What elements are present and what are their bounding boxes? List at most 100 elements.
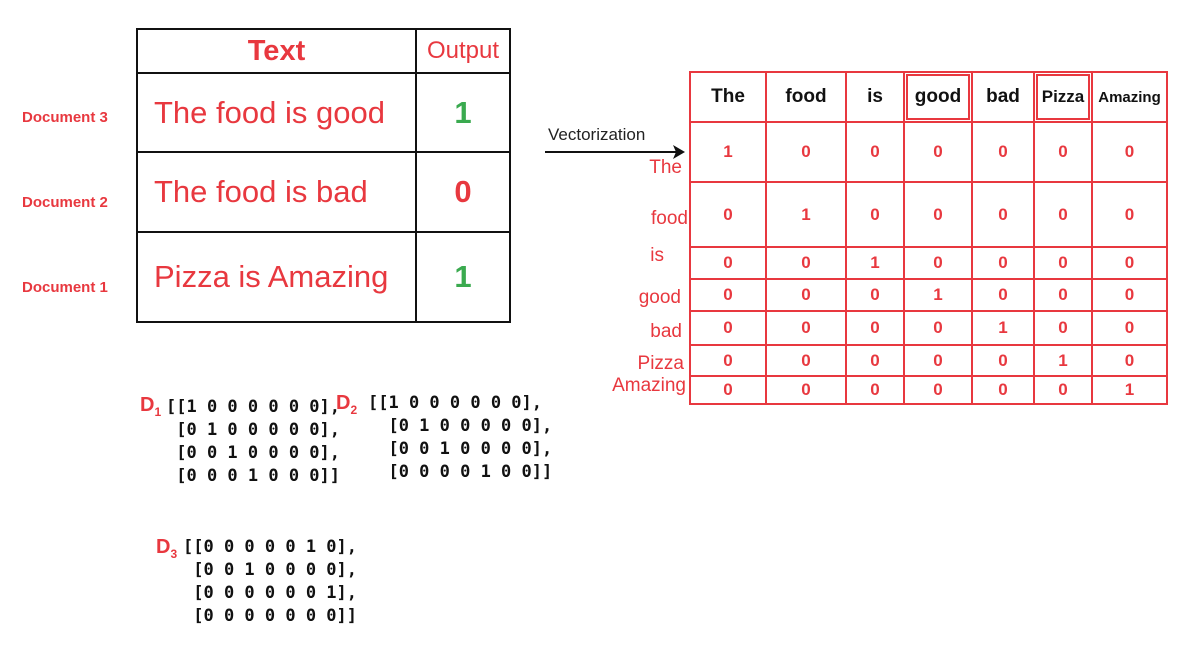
documents-table: Text Output The food is good 1 The food … bbox=[136, 28, 511, 323]
matrix-cell: 0 bbox=[1091, 344, 1168, 377]
matrix-cell: 0 bbox=[845, 344, 905, 377]
matrix-cell: 0 bbox=[845, 310, 905, 346]
matrix-cell: 0 bbox=[971, 121, 1035, 183]
arrow-right-icon bbox=[545, 145, 685, 159]
vector-line: [0 0 1 0 0 0 0], bbox=[166, 443, 340, 463]
doc-output: 0 bbox=[415, 151, 511, 233]
vector-line: [[1 0 0 0 0 0 0], bbox=[368, 393, 542, 413]
vector-line: [[1 0 0 0 0 0 0], bbox=[166, 397, 340, 417]
vector-line: [[0 0 0 0 0 1 0], bbox=[183, 537, 357, 557]
vector-line: [0 1 0 0 0 0 0], bbox=[166, 420, 340, 440]
vector-block-d1: [[1 0 0 0 0 0 0], [0 1 0 0 0 0 0], [0 0 … bbox=[166, 396, 340, 488]
matrix-col-header: good bbox=[903, 71, 973, 123]
table-row: Pizza is Amazing 1 bbox=[136, 231, 511, 323]
matrix-row-label: is bbox=[650, 245, 664, 266]
matrix-cell: 0 bbox=[1033, 181, 1093, 248]
matrix-col-header: bad bbox=[971, 71, 1035, 123]
matrix-cell: 0 bbox=[765, 310, 847, 346]
matrix-cell: 0 bbox=[1091, 121, 1168, 183]
doc-text: The food is good bbox=[136, 72, 417, 153]
vector-block-d3: [[0 0 0 0 0 1 0], [0 0 1 0 0 0 0], [0 0 … bbox=[183, 536, 357, 628]
matrix-cell: 0 bbox=[903, 344, 973, 377]
vector-line: [0 1 0 0 0 0 0], bbox=[368, 416, 553, 436]
matrix-col-header: Amazing bbox=[1091, 71, 1168, 123]
matrix-cell: 0 bbox=[845, 375, 905, 405]
matrix-cell: 0 bbox=[1033, 246, 1093, 280]
vector-name-d3: D3 bbox=[156, 536, 178, 561]
matrix-cell: 0 bbox=[1033, 310, 1093, 346]
matrix-header-row: The food is good bad Pizza Amazing bbox=[689, 71, 1168, 123]
matrix-cell: 1 bbox=[765, 181, 847, 248]
matrix-cell: 0 bbox=[1091, 246, 1168, 280]
vector-line: [0 0 0 0 0 0 1], bbox=[183, 583, 357, 603]
matrix-cell: 0 bbox=[845, 181, 905, 248]
matrix-row-label: Amazing bbox=[612, 375, 686, 396]
vector-block-d2: [[1 0 0 0 0 0 0], [0 1 0 0 0 0 0], [0 0 … bbox=[368, 392, 552, 484]
matrix-cell: 0 bbox=[971, 246, 1035, 280]
vector-line: [0 0 0 0 1 0 0]] bbox=[368, 462, 553, 482]
document-label: Document 1 bbox=[22, 279, 108, 296]
matrix-cell: 1 bbox=[971, 310, 1035, 346]
vectorization-label: Vectorization bbox=[548, 125, 646, 144]
matrix-cell: 1 bbox=[845, 246, 905, 280]
matrix-cell: 0 bbox=[689, 375, 767, 405]
matrix-cell: 0 bbox=[903, 246, 973, 280]
doc-text: Pizza is Amazing bbox=[136, 231, 417, 323]
header-text: Text bbox=[136, 28, 417, 74]
matrix-cell: 0 bbox=[765, 278, 847, 312]
matrix-cell: 0 bbox=[971, 375, 1035, 405]
header-output: Output bbox=[415, 28, 511, 74]
matrix-cell: 0 bbox=[689, 246, 767, 280]
matrix-cell: 0 bbox=[765, 246, 847, 280]
matrix-cell: 0 bbox=[903, 310, 973, 346]
matrix-cell: 1 bbox=[1033, 344, 1093, 377]
matrix-cell: 0 bbox=[765, 121, 847, 183]
matrix-cell: 0 bbox=[971, 278, 1035, 312]
matrix-cell: 0 bbox=[1091, 310, 1168, 346]
matrix-row-label: good bbox=[638, 287, 681, 308]
matrix-cell: 0 bbox=[1033, 375, 1093, 405]
matrix-col-header: The bbox=[689, 71, 767, 123]
matrix-row-label: food bbox=[651, 208, 688, 229]
vector-name-d2: D2 bbox=[336, 392, 358, 417]
matrix-cell: 0 bbox=[689, 310, 767, 346]
matrix-cell: 0 bbox=[765, 375, 847, 405]
matrix-cell: 0 bbox=[971, 181, 1035, 248]
matrix-cell: 0 bbox=[903, 181, 973, 248]
matrix-cell: 1 bbox=[689, 121, 767, 183]
matrix-col-header: food bbox=[765, 71, 847, 123]
matrix-cell: 0 bbox=[1091, 181, 1168, 248]
matrix-col-header: is bbox=[845, 71, 905, 123]
matrix-row-label: The bbox=[649, 157, 682, 178]
vector-name-d1: D1 bbox=[140, 394, 162, 419]
matrix-cell: 0 bbox=[765, 344, 847, 377]
matrix-cell: 0 bbox=[971, 344, 1035, 377]
matrix-cell: 1 bbox=[903, 278, 973, 312]
matrix-cell: 0 bbox=[1091, 278, 1168, 312]
table-row: The food is good 1 bbox=[136, 72, 511, 153]
matrix-cell: 0 bbox=[689, 278, 767, 312]
matrix-cell: 1 bbox=[1091, 375, 1168, 405]
matrix-row-label: Pizza bbox=[637, 353, 684, 374]
doc-output: 1 bbox=[415, 72, 511, 153]
matrix-col-header: Pizza bbox=[1033, 71, 1093, 123]
matrix-cell: 0 bbox=[1033, 121, 1093, 183]
vector-line: [0 0 1 0 0 0 0], bbox=[183, 560, 357, 580]
doc-text: The food is bad bbox=[136, 151, 417, 233]
matrix-cell: 0 bbox=[903, 375, 973, 405]
matrix-cell: 0 bbox=[845, 278, 905, 312]
vector-line: [0 0 0 1 0 0 0]] bbox=[166, 466, 340, 486]
document-label: Document 2 bbox=[22, 194, 108, 211]
matrix-cell: 0 bbox=[689, 181, 767, 248]
document-label: Document 3 bbox=[22, 109, 108, 126]
table-row: The food is bad 0 bbox=[136, 151, 511, 233]
matrix-cell: 0 bbox=[689, 344, 767, 377]
vector-line: [0 0 1 0 0 0 0], bbox=[368, 439, 553, 459]
doc-output: 1 bbox=[415, 231, 511, 323]
